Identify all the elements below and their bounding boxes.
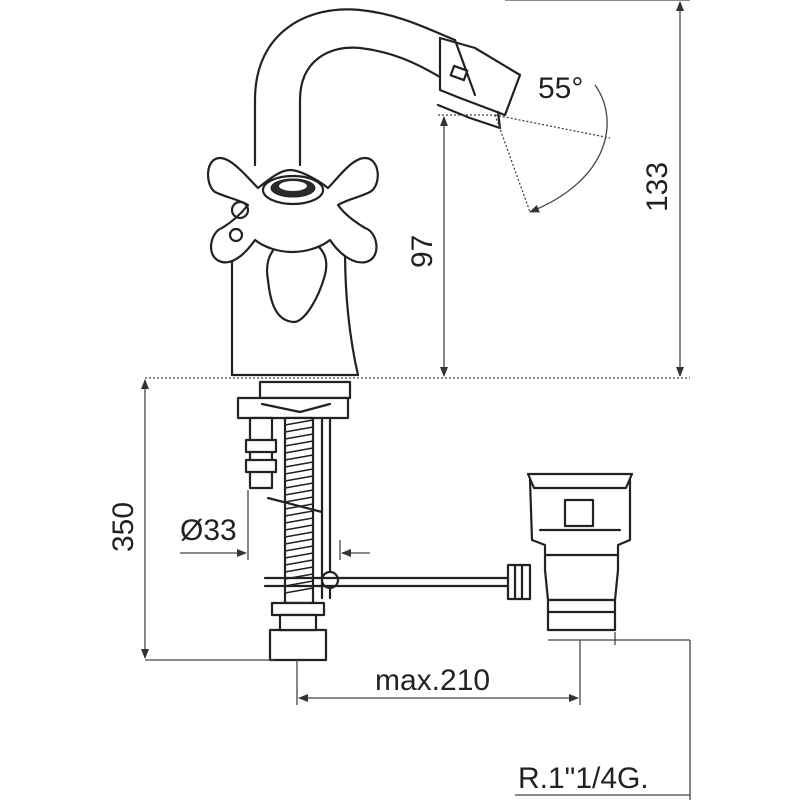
- spout: [253, 8, 522, 167]
- hose-diameter-label: Ø33: [180, 514, 237, 547]
- mixer-body: [230, 236, 360, 377]
- max-reach-label: max.210: [375, 664, 490, 697]
- waste-thread-label: R.1"1/4G.: [518, 762, 649, 795]
- angle-label: 55°: [538, 72, 583, 105]
- total-height-label: 133: [641, 162, 674, 212]
- pop-up-waste: [263, 472, 634, 632]
- mounting-assembly: [145, 377, 690, 662]
- under-counter-length-label: 350: [107, 502, 140, 552]
- dimension-lines: [141, 0, 691, 800]
- cross-handle: [207, 156, 379, 264]
- spout-height-label: 97: [406, 235, 439, 268]
